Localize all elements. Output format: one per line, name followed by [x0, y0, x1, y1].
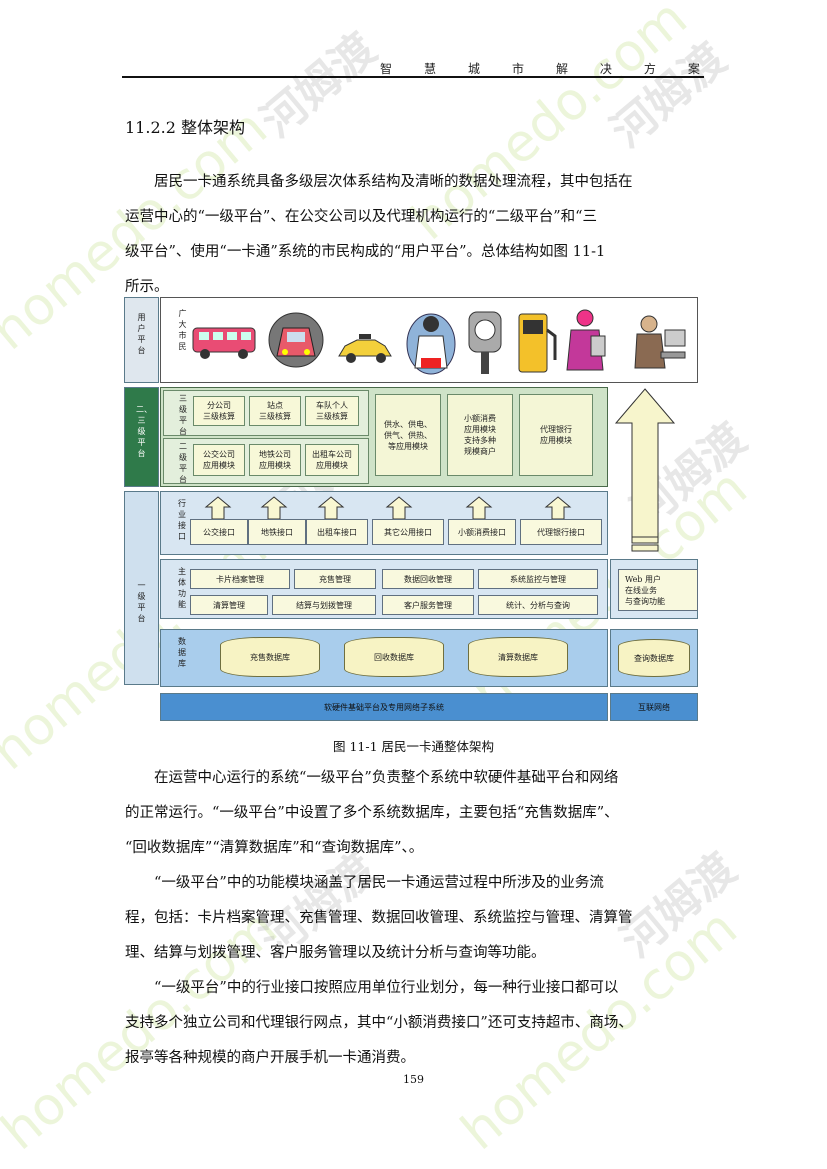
header-char: 方 [643, 62, 656, 76]
statistics-query: 统计、分析与查询 [478, 595, 598, 615]
bus-interface: 公交接口 [190, 519, 248, 545]
citizens-label: 广大市民 [178, 309, 187, 351]
text-line: 在运营中心运行的系统“一级平台”负责整个系统中软硬件基础平台和网络 [154, 770, 619, 786]
body-paragraphs: 在运营中心运行的系统“一级平台”负责整个系统中软硬件基础平台和网络 的正常运行。… [125, 761, 645, 1076]
architecture-diagram: 用户平台 广大市民 [124, 297, 698, 723]
header-char: 决 [599, 62, 612, 76]
data-recovery-mgmt: 数据回收管理 [382, 569, 474, 589]
l3-box: 车队个人 三级核算 [305, 396, 359, 426]
l2-box: 地铁公司 应用模块 [249, 444, 301, 476]
section-title: 11.2.2 整体架构 [125, 118, 245, 137]
text-line: 运营中心的“一级平台”、在公交公司以及代理机构运行的“二级平台”和“三 [125, 209, 598, 225]
header-char: 解 [555, 62, 568, 76]
text-line: 的正常运行。“一级平台”中设置了多个系统数据库，主要包括“充售数据库”、 [125, 805, 619, 821]
text-line: 所示。 [125, 279, 169, 295]
user-platform-band: 广大市民 [160, 297, 698, 383]
base-system-bar: 软硬件基础平台及专用网络子系统 [160, 693, 608, 721]
text-line: 程，包括：卡片档案管理、充售管理、数据回收管理、系统监控与管理、清算管 [125, 910, 633, 926]
card-archive-mgmt: 卡片档案管理 [190, 569, 290, 589]
recharge-mgmt: 充售管理 [294, 569, 376, 589]
header-char: 慧 [423, 62, 436, 76]
recovery-db: 回收数据库 [344, 637, 444, 677]
figure-caption: 图 11-1 居民一卡通整体架构 [332, 739, 495, 754]
other-utility-interface: 其它公用接口 [372, 519, 444, 545]
industry-interface-label: 行业接口 [178, 499, 186, 541]
bus-icon [192, 327, 256, 359]
l2-box: 公交公司 应用模块 [193, 444, 245, 476]
customer-service-mgmt: 客户服务管理 [382, 595, 474, 615]
watermark-cn: 河姆渡 [251, 23, 386, 148]
text-line: 级平台”、使用“一卡通”系统的市民构成的“用户平台”。总体结构如图 11-1 [125, 244, 606, 260]
up-arrow-icon [614, 388, 676, 552]
user-platform-label: 用户平台 [137, 313, 146, 355]
taxi-interface: 出租车接口 [306, 519, 368, 545]
subway-interface: 地铁接口 [248, 519, 306, 545]
header-char: 案 [687, 62, 700, 76]
level23-label-band: 二、三级平台 [124, 387, 159, 487]
computer-user-icon [634, 315, 686, 369]
web-user-box: Web 用户 在线业务 与查询功能 [618, 569, 698, 611]
fuel-pump-icon [518, 313, 557, 373]
user-platform-label-band: 用户平台 [124, 297, 159, 383]
level1-label-band: 一级平台 [124, 491, 159, 685]
running-header: 智 慧 城 市 解 决 方 案 [380, 60, 700, 77]
micro-payment-interface: 小额消费接口 [448, 519, 516, 545]
text-line: “一级平台”中的行业接口按照应用单位行业划分，每一种行业接口都可以 [154, 980, 619, 996]
header-char: 市 [511, 62, 524, 76]
bank-module-box: 代理银行 应用模块 [519, 394, 593, 476]
level23-band: 三级平台 二级平台 分公司 三级核算 站点 三级核算 车队个人 三级核算 公交公… [160, 387, 608, 487]
level23-label: 二、三级平台 [136, 405, 152, 458]
text-line: “一级平台”中的功能模块涵盖了居民一卡通运营过程中所涉及的业务流 [154, 875, 604, 891]
bank-interface: 代理银行接口 [520, 519, 602, 545]
micro-payment-module-box: 小额消费 应用模块 支持多种 规模商户 [447, 394, 513, 476]
header-rule [122, 76, 704, 78]
text-line: 理、结算与划拨管理、客户服务管理以及统计分析与查询等功能。 [125, 945, 546, 961]
text-line: 报亭等各种规模的商户开展手机一卡通消费。 [125, 1050, 415, 1066]
header-char: 城 [467, 62, 480, 76]
settlement-mgmt: 结算与划拨管理 [272, 595, 376, 615]
query-db: 查询数据库 [618, 639, 690, 677]
shopper-icon [406, 313, 456, 375]
clearing-mgmt: 清算管理 [190, 595, 268, 615]
text-line: 支持多个独立公司和代理银行网点，其中“小额消费接口”还可支持超市、商场、 [125, 1015, 633, 1031]
intro-paragraph: 居民一卡通系统具备多级层次体系结构及清晰的数据处理流程，其中包括在 运营中心的“… [125, 165, 645, 305]
header-char: 智 [380, 62, 393, 76]
interface-up-arrows [204, 496, 572, 520]
level2-label: 二级平台 [179, 442, 187, 484]
l2-box: 出租车公司 应用模块 [305, 444, 359, 476]
level3-label: 三级平台 [179, 394, 187, 436]
utility-module-box: 供水、供电、 供气、供热、 等应用模块 [375, 394, 441, 476]
level1-label: 一级平台 [137, 581, 146, 623]
system-monitor-mgmt: 系统监控与管理 [478, 569, 598, 589]
internet-bar: 互联网络 [610, 693, 698, 721]
phone-user-icon [566, 309, 606, 371]
page-number: 159 [403, 1073, 424, 1086]
recharge-db: 充售数据库 [220, 637, 320, 677]
main-function-label: 主体功能 [178, 567, 186, 609]
text-line: 居民一卡通系统具备多级层次体系结构及清晰的数据处理流程，其中包括在 [154, 174, 633, 190]
watermark-cn: 河姆渡 [601, 33, 736, 158]
subway-icon [268, 312, 324, 368]
text-line: “回收数据库”“清算数据库”和“查询数据库”、。 [125, 840, 424, 856]
database-label: 数据库 [178, 637, 186, 668]
meter-icon [468, 311, 502, 374]
l3-box: 分公司 三级核算 [193, 396, 245, 426]
l3-box: 站点 三级核算 [249, 396, 301, 426]
clearing-db: 清算数据库 [468, 637, 568, 677]
taxi-icon [338, 334, 392, 363]
